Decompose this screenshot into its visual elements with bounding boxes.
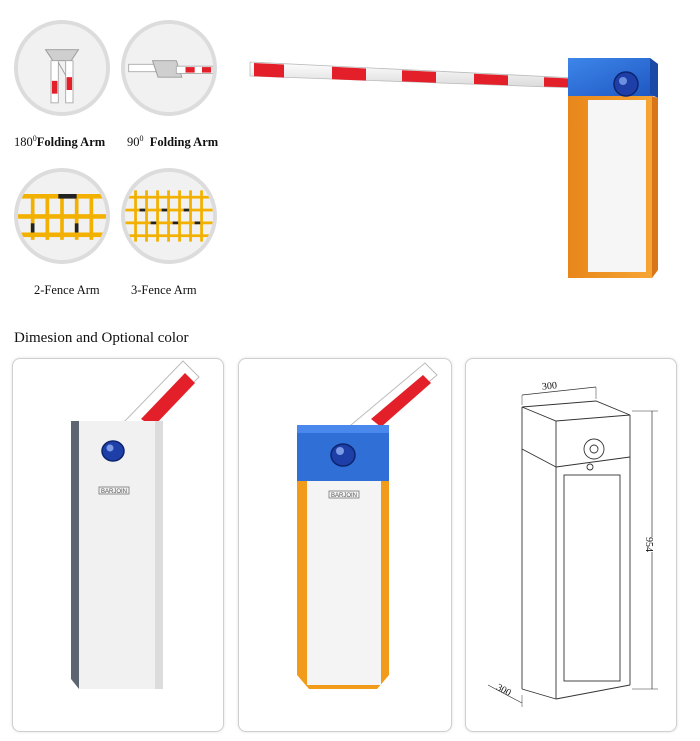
- 3-fence-arm-image: [121, 168, 217, 264]
- dimension-drawing-panel: 300 954 300: [465, 358, 677, 732]
- height-dimension-label: 954: [643, 537, 654, 552]
- gray-cabinet-panel: BARJOIN: [12, 358, 224, 732]
- folding-90-arm-image: [121, 20, 217, 116]
- brand-mark-gray: BARJOIN: [101, 489, 127, 495]
- arm-red-stripes: [254, 63, 572, 88]
- folding-90-arm-caption: 900 Folding Arm: [127, 134, 219, 150]
- section-title: Dimesion and Optional color: [14, 330, 189, 346]
- brand-mark-blue: BARJOIN: [331, 493, 357, 499]
- 3-fence-arm-caption: 3-Fence Arm: [131, 283, 197, 297]
- folding-180-arm-image: [14, 20, 110, 116]
- width-dimension-label: 300: [541, 380, 558, 393]
- 2-fence-arm-image: [14, 168, 110, 264]
- folding-180-arm-caption: 1800Folding Arm: [14, 134, 106, 150]
- blue-orange-cabinet-panel: BARJOIN: [238, 358, 452, 732]
- barrier-gate-main-image: [249, 58, 658, 278]
- 2-fence-arm-caption: 2-Fence Arm: [34, 283, 100, 297]
